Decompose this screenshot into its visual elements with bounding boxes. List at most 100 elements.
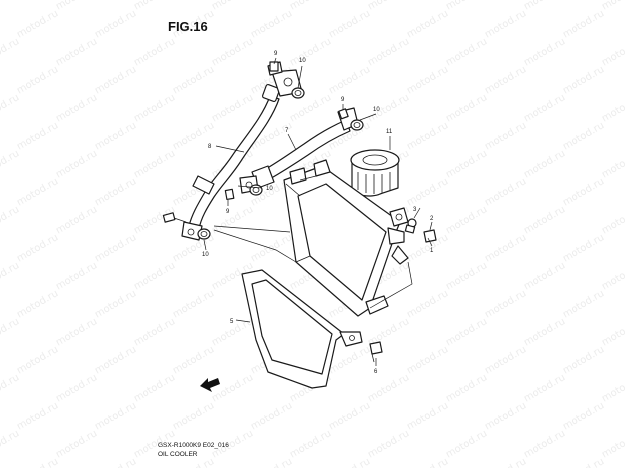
watermark-text: motod.ru [561, 64, 606, 96]
watermark-text: motod.ru [600, 372, 625, 404]
watermark-text: motod.ru [483, 232, 528, 264]
watermark-text: motod.ru [600, 0, 625, 13]
watermark-text: motod.ru [171, 288, 216, 320]
watermark-text: motod.ru [15, 64, 60, 96]
watermark-text: motod.ru [405, 176, 450, 208]
watermark-text: motod.ru [132, 148, 177, 180]
watermark-text: motod.ru [522, 204, 567, 236]
watermark-text: motod.ru [522, 36, 567, 68]
watermark-text: motod.ru [561, 120, 606, 152]
watermark-text: motod.ru [405, 8, 450, 40]
callout-6: 6 [374, 369, 378, 375]
watermark-text: motod.ru [366, 372, 411, 404]
leader-lines [203, 57, 433, 366]
watermark-text: motod.ru [93, 344, 138, 376]
bolt-9-upper [338, 108, 364, 131]
watermark-text: motod.ru [444, 204, 489, 236]
washer-10-left [197, 228, 211, 240]
watermark-text: motod.ru [600, 204, 625, 236]
watermark-text: motod.ru [0, 372, 21, 404]
callout-9c: 9 [226, 209, 230, 215]
caption-model-code: GSX-R1000K9 E02_016 [158, 442, 229, 449]
watermark-text: motod.ru [54, 148, 99, 180]
watermark-text: motod.ru [54, 316, 99, 348]
watermark-text: motod.ru [132, 36, 177, 68]
watermark-text: motod.ru [249, 400, 294, 432]
watermark-text: motod.ru [522, 260, 567, 292]
watermark-text: motod.ru [522, 148, 567, 180]
watermark-text: motod.ru [54, 92, 99, 124]
watermark-text: motod.ru [132, 92, 177, 124]
watermark-text: motod.ru [0, 260, 21, 292]
callout-9a: 9 [274, 51, 278, 57]
watermark-text: motod.ru [210, 36, 255, 68]
watermark-text: motod.ru [15, 400, 60, 432]
watermark-text: motod.ru [132, 316, 177, 348]
oil-filter-11 [350, 149, 400, 197]
watermark-text: motod.ru [15, 120, 60, 152]
watermark-text: motod.ru [0, 316, 21, 348]
watermark-text: motod.ru [171, 64, 216, 96]
oil-hose-8 [181, 83, 281, 241]
figure-title: FIG.16 [168, 19, 208, 34]
watermark-text: motod.ru [561, 456, 606, 468]
watermark-text: motod.ru [561, 8, 606, 40]
watermark-text: motod.ru [15, 232, 60, 264]
callout-2: 2 [430, 216, 434, 222]
watermark-text: motod.ru [366, 428, 411, 460]
washer-10-mid [249, 184, 263, 196]
bolt-6 [369, 341, 383, 363]
callout-1: 1 [430, 248, 434, 254]
watermark-text: motod.ru [132, 260, 177, 292]
watermark-text: motod.ru [561, 232, 606, 264]
watermark-text: motod.ru [0, 204, 21, 236]
bolt-9-top [269, 61, 279, 72]
callout-8: 8 [208, 144, 212, 150]
watermark-text: motod.ru [405, 456, 450, 468]
watermark-text: motod.ru [327, 400, 372, 432]
cooler-cover-5 [241, 269, 363, 389]
watermark-text: motod.ru [366, 0, 411, 13]
watermark-text: motod.ru [288, 428, 333, 460]
watermark-text: motod.ru [171, 344, 216, 376]
callout-3: 3 [413, 207, 417, 213]
watermark-text: motod.ru [54, 0, 99, 13]
watermark-text: motod.ru [132, 0, 177, 13]
watermark-text: motod.ru [93, 288, 138, 320]
watermark-text: motod.ru [93, 176, 138, 208]
watermark-text: motod.ru [54, 372, 99, 404]
watermark-text: motod.ru [93, 120, 138, 152]
watermark-text: motod.ru [600, 92, 625, 124]
watermark-text: motod.ru [0, 36, 21, 68]
callout-10d: 10 [202, 252, 209, 258]
watermark-text: motod.ru [93, 64, 138, 96]
watermark-text: motod.ru [483, 288, 528, 320]
watermark-text: motod.ru [249, 8, 294, 40]
watermark-text: motod.ru [288, 36, 333, 68]
watermark-text: motod.ru [405, 400, 450, 432]
watermark-text: motod.ru [483, 8, 528, 40]
watermark-text: motod.ru [600, 260, 625, 292]
watermark-text: motod.ru [405, 288, 450, 320]
watermark-text: motod.ru [522, 92, 567, 124]
watermark-text: motod.ru [15, 288, 60, 320]
drain-plug-parts [389, 207, 437, 243]
watermark-text: motod.ru [15, 8, 60, 40]
watermark-text: motod.ru [444, 428, 489, 460]
watermark-text: motod.ru [561, 288, 606, 320]
watermark-text: motod.ru [600, 148, 625, 180]
watermark-text: motod.ru [444, 36, 489, 68]
watermark-text: motod.ru [483, 400, 528, 432]
watermark-text: motod.ru [405, 64, 450, 96]
watermark-text: motod.ru [210, 92, 255, 124]
watermark-text: motod.ru [561, 176, 606, 208]
watermark-text: motod.ru [522, 372, 567, 404]
watermark-text: motod.ru [15, 176, 60, 208]
watermark-text: motod.ru [600, 428, 625, 460]
watermark-text: motod.ru [444, 92, 489, 124]
callout-11: 11 [386, 129, 393, 135]
callout-9b: 9 [341, 97, 345, 103]
watermark-text: motod.ru [483, 64, 528, 96]
caption-part-name: OIL COOLER [158, 451, 198, 458]
